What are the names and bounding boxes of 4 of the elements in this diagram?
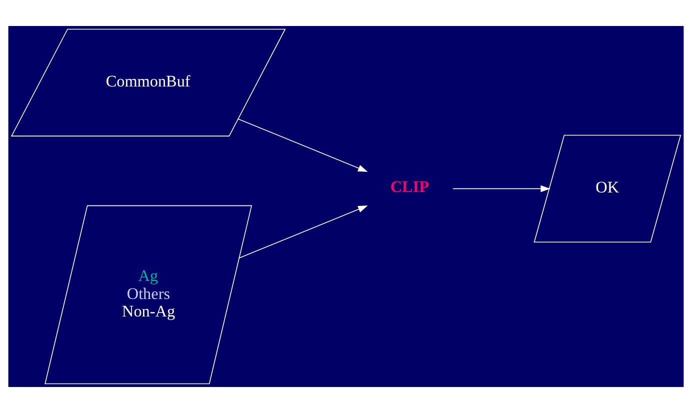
- arrow: [238, 118, 368, 172]
- node-text: CLIP: [390, 178, 429, 196]
- arrow: [238, 205, 368, 258]
- arrow: [452, 184, 550, 192]
